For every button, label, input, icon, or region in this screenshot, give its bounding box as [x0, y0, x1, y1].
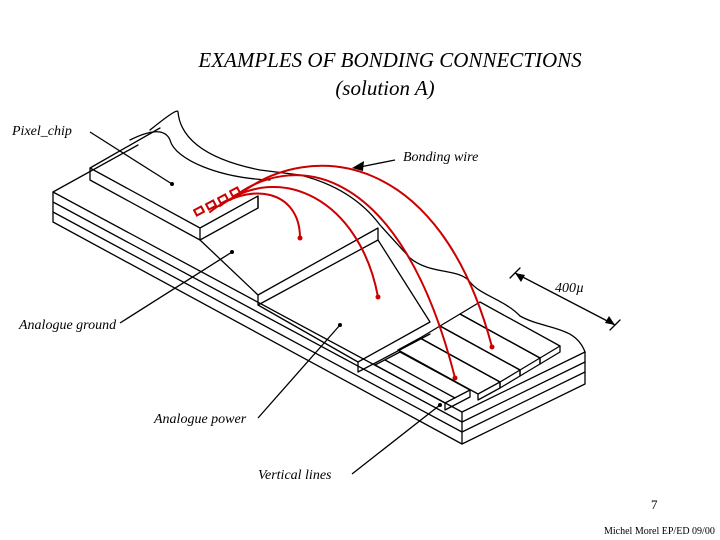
pixel-chip-leader — [89, 131, 173, 185]
dimension-label: 400µ — [555, 281, 585, 296]
ground-plane-outline — [199, 195, 379, 306]
pixel-chip-label: Pixel_chip — [12, 124, 72, 139]
pixel-chip-outline — [89, 127, 259, 241]
analogue-power-leader — [257, 324, 341, 419]
analogue-ground-leader — [119, 251, 233, 324]
wire-endpoints — [297, 235, 495, 381]
title-line-2: (solution A) — [335, 76, 435, 100]
flex-cable-upper-edge — [149, 110, 586, 353]
analogue-ground-label: Analogue ground — [19, 318, 117, 333]
bonding-wire-arrowhead — [352, 161, 364, 171]
base-layer-2 — [52, 201, 586, 433]
bonding-wires — [209, 164, 493, 379]
base-layer-1 — [52, 191, 586, 423]
bonding-wire-label: Bonding wire — [403, 150, 479, 165]
bond-pads — [192, 186, 242, 217]
dimension-line — [514, 272, 616, 326]
title-line-1: EXAMPLES OF BONDING CONNECTIONS — [198, 48, 582, 72]
vertical-lines-leader — [351, 404, 441, 475]
vertical-lines-traces — [374, 301, 561, 411]
pixel-chip-leader-dot — [170, 182, 174, 186]
credit-line: Michel Morel EP/ED 09/00 — [604, 526, 715, 537]
analogue-power-leader-dot — [338, 323, 342, 327]
analogue-power-label: Analogue power — [154, 412, 247, 427]
dimension-arrow-left — [515, 273, 525, 282]
vertical-lines-label: Vertical lines — [258, 468, 332, 483]
base-layer-top — [52, 144, 586, 413]
analogue-ground-leader-dot — [230, 250, 234, 254]
base-layer-3 — [52, 211, 586, 445]
flex-cable-lower-edge — [129, 131, 271, 181]
page-number: 7 — [651, 497, 658, 512]
power-plane-outline — [257, 239, 431, 373]
dimension-arrow-right — [605, 316, 615, 325]
vertical-lines-leader-dot — [438, 403, 442, 407]
